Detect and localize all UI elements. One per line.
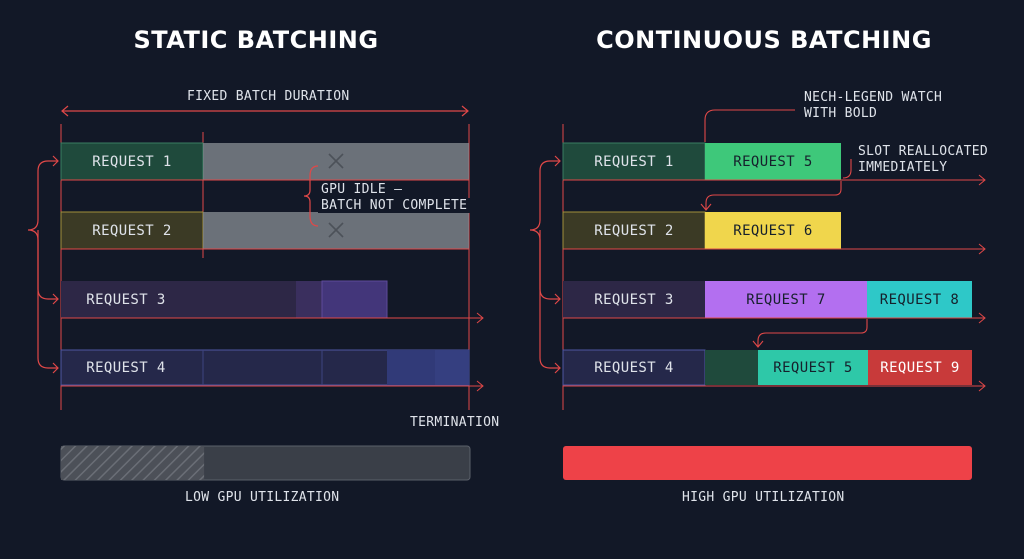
request-7-bar — [705, 281, 867, 318]
low-utilization-label: LOW GPU UTILIZATION — [185, 490, 340, 505]
cont-request-2-label: REQUEST 2 — [594, 222, 674, 239]
request-8-bar — [867, 281, 972, 318]
request-1-bar — [562, 142, 706, 181]
request-1-bar — [60, 142, 204, 181]
cont-request-1-label: REQUEST 1 — [594, 153, 674, 170]
arrow-right-icon — [563, 174, 986, 186]
request-5-bar — [705, 143, 841, 180]
arrow-right-icon — [563, 312, 986, 324]
high-utilization-fill — [563, 446, 972, 480]
static-request-2-label: REQUEST 2 — [92, 222, 172, 239]
request-8-label: REQUEST 8 — [879, 291, 960, 308]
slot-reallocated-line-2: IMMEDIATELY — [858, 160, 948, 175]
request-2-bar — [60, 211, 204, 250]
request-3-bar — [563, 281, 705, 318]
batch-not-complete-label: BATCH NOT COMPLETE — [318, 198, 471, 213]
x-mark-icon — [328, 153, 344, 169]
request-4-segment-d — [435, 350, 469, 385]
request-3-segment-b — [296, 281, 322, 318]
request-6-label: REQUEST 6 — [733, 222, 813, 239]
request-3-segment-c — [321, 280, 388, 319]
termination-label: TERMINATION — [410, 415, 500, 430]
x-mark-icon — [328, 222, 344, 238]
static-panel — [27, 105, 484, 481]
request-6-bar — [705, 212, 841, 249]
request-2-bar — [562, 211, 706, 250]
request-5-bar-row4 — [758, 350, 868, 385]
fixed-duration-label: FIXED BATCH DURATION — [187, 89, 350, 104]
reallocation-arrow — [757, 319, 868, 346]
request-5-row4-label: REQUEST 5 — [773, 359, 853, 376]
static-request-3-label: REQUEST 3 — [86, 291, 166, 308]
legend-connector — [704, 109, 795, 142]
slot-connector — [842, 159, 852, 179]
arrow-head — [700, 203, 712, 211]
low-utilization-fill — [61, 446, 205, 480]
continuous-panel — [529, 109, 986, 480]
gpu-idle-label: GPU IDLE — — [318, 182, 406, 197]
arrow-right-icon — [563, 243, 986, 255]
legend-label-line-1: NECH-LEGEND WATCH — [804, 90, 943, 105]
bracket-icon — [27, 155, 59, 374]
request-5-label: REQUEST 5 — [733, 153, 813, 170]
arrow-right-icon — [61, 380, 484, 392]
static-title: STATIC BATCHING — [133, 26, 379, 54]
idle-bracket — [303, 165, 319, 227]
continuous-title: CONTINUOUS BATCHING — [596, 26, 932, 54]
request-9-bar — [868, 350, 972, 385]
arrow-right-icon — [563, 380, 986, 392]
cont-request-4-label: REQUEST 4 — [594, 359, 674, 376]
reallocation-arrow — [705, 181, 842, 209]
slot-reallocated-line-1: SLOT REALLOCATED — [858, 144, 989, 159]
bracket-icon — [529, 155, 561, 374]
static-request-1-label: REQUEST 1 — [92, 153, 172, 170]
arrow-head — [752, 340, 764, 348]
legend-label-line-2: WITH BOLD — [804, 106, 878, 121]
high-utilization-label: HIGH GPU UTILIZATION — [682, 490, 845, 505]
cont-request-3-label: REQUEST 3 — [594, 291, 674, 308]
request-4-tail — [705, 350, 758, 385]
arrow-right-icon — [61, 312, 484, 324]
request-9-label: REQUEST 9 — [880, 359, 960, 376]
request-7-label: REQUEST 7 — [746, 291, 826, 308]
request-4-bar — [562, 349, 706, 386]
static-request-4-label: REQUEST 4 — [86, 359, 166, 376]
duration-arrow — [61, 105, 469, 117]
request-4-segment-c — [387, 350, 435, 385]
